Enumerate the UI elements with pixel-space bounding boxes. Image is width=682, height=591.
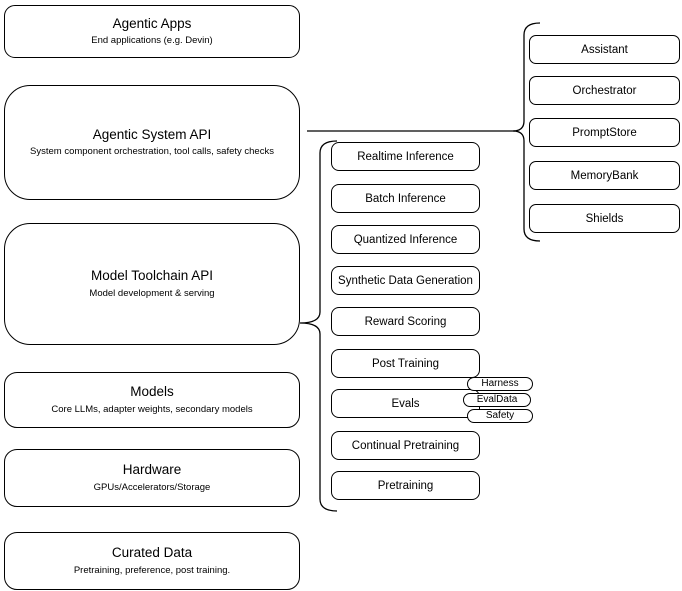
node-title: Agentic System API — [92, 126, 212, 142]
quantized-inference-node: Quantized Inference — [331, 225, 480, 254]
evals-node: Evals — [331, 389, 480, 418]
synthetic-data-generation-node: Synthetic Data Generation — [331, 266, 480, 295]
assistant-node: Assistant — [529, 35, 680, 64]
node-title: Hardware — [122, 462, 182, 478]
promptstore-node: PromptStore — [529, 118, 680, 147]
node-title: Model Toolchain API — [90, 268, 214, 284]
node-subtitle: Model development & serving — [89, 287, 215, 299]
post-training-node: Post Training — [331, 349, 480, 378]
continual-pretraining-node: Continual Pretraining — [331, 431, 480, 460]
agentic-apps-node: Agentic Apps End applications (e.g. Devi… — [4, 5, 300, 58]
memorybank-node: MemoryBank — [529, 161, 680, 190]
harness-tag: Harness — [467, 377, 533, 391]
hardware-node: Hardware GPUs/Accelerators/Storage — [4, 449, 300, 507]
batch-inference-node: Batch Inference — [331, 184, 480, 213]
models-node: Models Core LLMs, adapter weights, secon… — [4, 372, 300, 428]
realtime-inference-node: Realtime Inference — [331, 142, 480, 171]
orchestrator-node: Orchestrator — [529, 76, 680, 105]
safety-tag: Safety — [467, 409, 533, 423]
node-title: Models — [130, 384, 174, 400]
reward-scoring-node: Reward Scoring — [331, 307, 480, 336]
model-toolchain-api-node: Model Toolchain API Model development & … — [4, 223, 300, 345]
node-subtitle: GPUs/Accelerators/Storage — [93, 481, 211, 493]
node-title: Curated Data — [111, 545, 193, 561]
node-subtitle: System component orchestration, tool cal… — [30, 146, 274, 158]
shields-node: Shields — [529, 204, 680, 233]
pretraining-node: Pretraining — [331, 471, 480, 500]
evaldata-tag: EvalData — [463, 393, 531, 407]
node-title: Agentic Apps — [112, 15, 192, 31]
agentic-system-api-node: Agentic System API System component orch… — [4, 85, 300, 200]
node-subtitle: Pretraining, preference, post training. — [73, 564, 231, 576]
curated-data-node: Curated Data Pretraining, preference, po… — [4, 532, 300, 590]
node-subtitle: Core LLMs, adapter weights, secondary mo… — [51, 403, 253, 415]
node-subtitle: End applications (e.g. Devin) — [91, 35, 213, 47]
